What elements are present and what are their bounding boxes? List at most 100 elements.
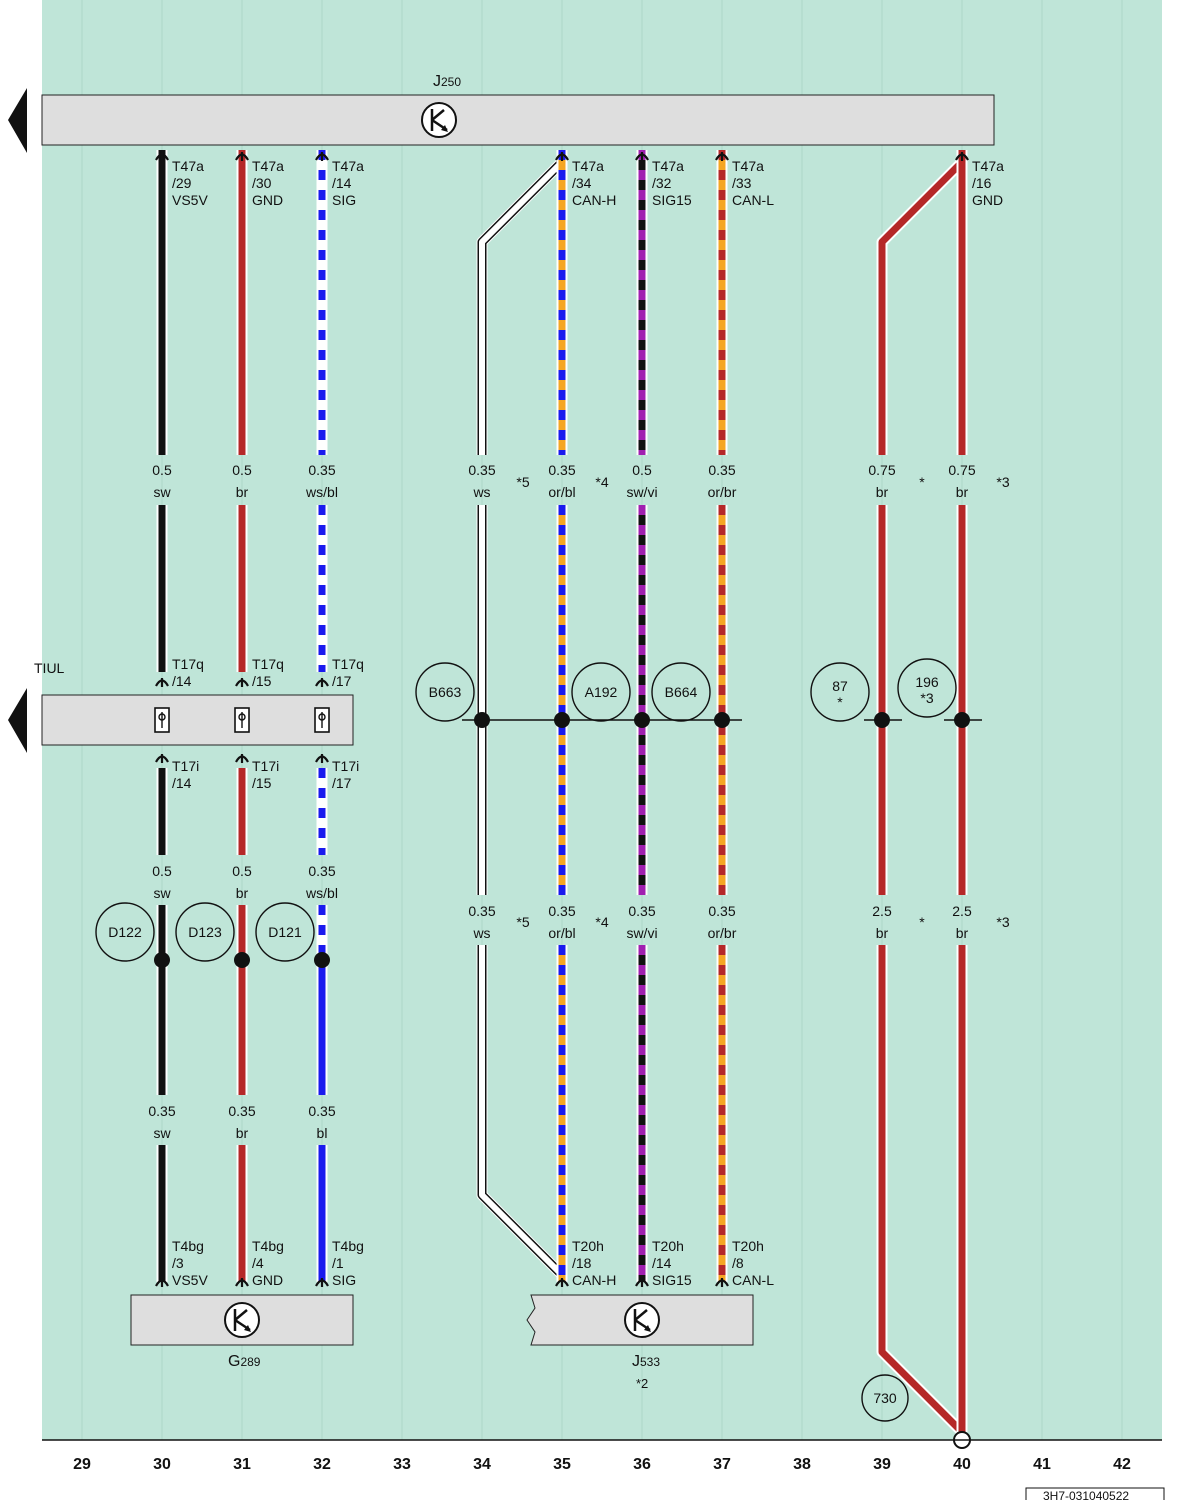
junction-dot — [314, 952, 330, 968]
splice-a192-text: A192 — [585, 684, 618, 700]
left-arrow-j250 — [8, 88, 27, 153]
wire-note: *5 — [516, 474, 529, 490]
splice-87-text: 87 — [832, 678, 848, 694]
wire-note: * — [919, 474, 925, 490]
wire-core — [878, 945, 965, 1435]
column-number: 42 — [1113, 1456, 1131, 1473]
column-number: 37 — [713, 1456, 731, 1473]
junction-dot — [634, 712, 650, 728]
pin-label: T17i/14 — [172, 758, 199, 791]
pin-label: T17i/17 — [332, 758, 359, 791]
column-number: 32 — [313, 1456, 331, 1473]
column-number: 34 — [473, 1456, 491, 1473]
junction-dot — [154, 952, 170, 968]
column-number: 39 — [873, 1456, 891, 1473]
note-j533: *2 — [636, 1376, 648, 1391]
ground-730 — [861, 1374, 909, 1422]
wire-note: *3 — [996, 474, 1009, 490]
junction-dot — [474, 712, 490, 728]
junction-dot — [874, 712, 890, 728]
junction-dot — [234, 952, 250, 968]
label-tiul: TIUL — [34, 660, 65, 676]
junction-dot — [954, 712, 970, 728]
wire-39 — [876, 158, 966, 455]
splice-87-text: * — [837, 694, 843, 710]
splice-d123-text: D123 — [188, 924, 222, 940]
pins — [154, 152, 969, 1287]
splice-b663-text: B663 — [429, 684, 462, 700]
column-number: 38 — [793, 1456, 811, 1473]
wire-core — [878, 159, 965, 455]
pin-label: T17q/17 — [332, 656, 364, 689]
splice-a192 — [571, 662, 631, 722]
splice-d123 — [175, 902, 235, 962]
splice-196-text: 196 — [915, 674, 939, 690]
left-arrow-tiul — [8, 688, 27, 753]
component-tiul[interactable] — [41, 694, 354, 746]
pin-label: T17q/15 — [252, 656, 284, 689]
controller-icon — [224, 1302, 260, 1338]
label-g289: G289 — [228, 1353, 261, 1370]
column-number: 41 — [1033, 1456, 1051, 1473]
component-j250[interactable] — [41, 94, 995, 146]
label-j250: J250 — [433, 73, 461, 90]
junction-dots — [154, 712, 970, 968]
doc-code-box — [1025, 1487, 1165, 1500]
splice-d121-text: D121 — [268, 924, 302, 940]
pin-label: T17q/14 — [172, 656, 204, 689]
doc-code: 3H7-031040522 — [1043, 1489, 1129, 1500]
splice-196-text: *3 — [920, 690, 933, 706]
splice-b663 — [415, 662, 475, 722]
splice-b664-text: B664 — [665, 684, 698, 700]
wire-note: *4 — [595, 914, 608, 930]
wire-34 — [476, 158, 566, 455]
wire-34 — [476, 945, 566, 1279]
wire-core — [479, 945, 565, 1278]
splice-d122 — [95, 902, 155, 962]
column-number: 40 — [953, 1456, 971, 1473]
junction-dot — [714, 712, 730, 728]
wire-note: *4 — [595, 474, 608, 490]
wire-note: * — [919, 914, 925, 930]
column-number: 30 — [153, 1456, 171, 1473]
controller-icon — [421, 102, 457, 138]
wires — [156, 150, 968, 1436]
pin-label: T17i/15 — [252, 758, 279, 791]
splice-87 — [810, 662, 870, 722]
column-number: 36 — [633, 1456, 651, 1473]
